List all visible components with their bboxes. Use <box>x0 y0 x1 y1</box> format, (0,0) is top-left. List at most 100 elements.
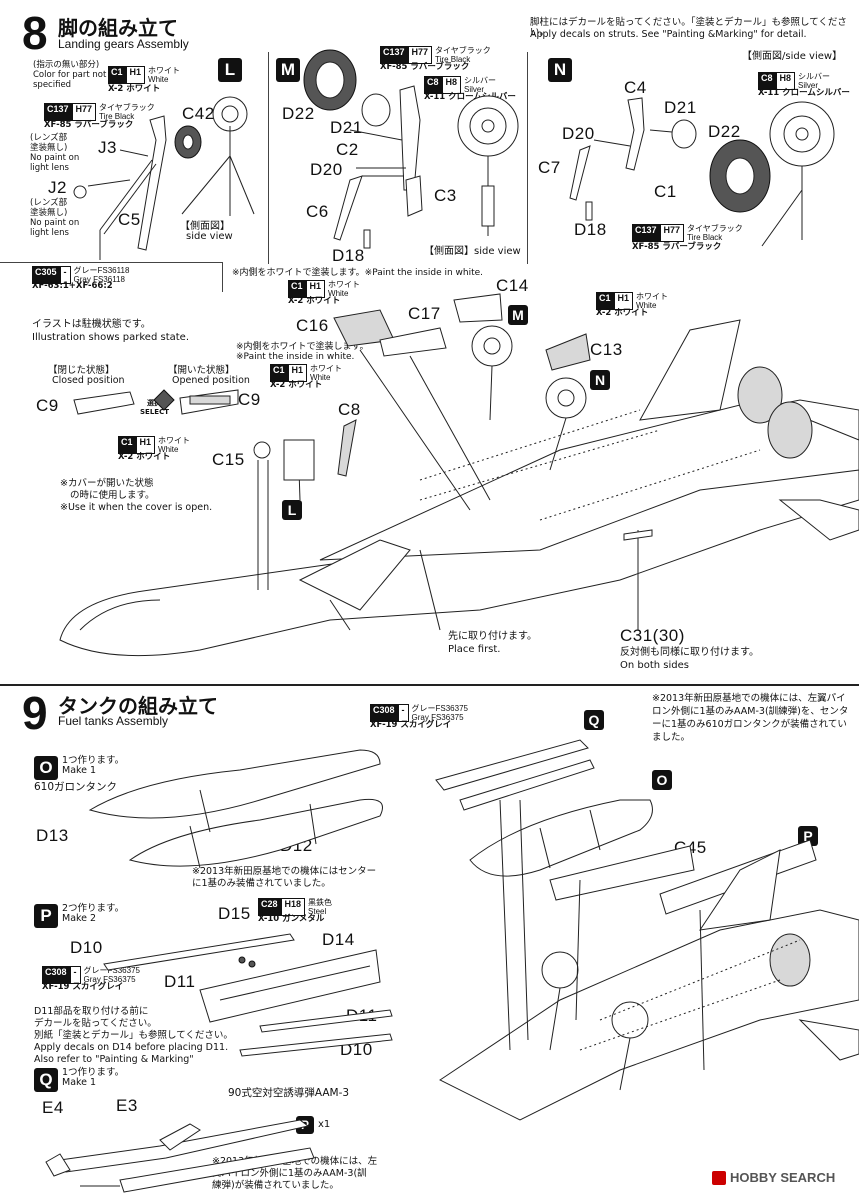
part-d22-m: D22 <box>282 104 315 123</box>
paint-white-l-name: X-2 ホワイト <box>108 84 161 94</box>
part-c8: C8 <box>338 400 361 419</box>
part-c2: C2 <box>336 140 359 159</box>
aircraft-step9 <box>435 739 859 1121</box>
part-c42: C42 <box>182 104 215 123</box>
part-d18-n: D18 <box>574 220 607 239</box>
opened-position-label: 【開いた状態】Opened position <box>168 365 250 386</box>
divider-l-m <box>268 52 269 264</box>
part-c16: C16 <box>296 316 329 335</box>
make1-q: 1つ作ります。Make 1 <box>62 1067 125 1088</box>
subassembly-l-badge: L <box>218 58 242 82</box>
part-d18-m: D18 <box>332 246 365 265</box>
part-d20-n: D20 <box>562 124 595 143</box>
both-sides-note: 反対側も同様に取り付けます。On both sides <box>620 647 759 671</box>
side-view-combo-n: 【側面図/side view】 <box>742 51 843 62</box>
part-c17: C17 <box>408 304 441 323</box>
part-e4: E4 <box>42 1098 64 1117</box>
part-c14: C14 <box>496 276 529 295</box>
white-inside-note-mid: ※内側をホワイトで塗装します。※Paint the inside in whit… <box>236 342 369 362</box>
callout-q-right: Q <box>584 710 604 730</box>
step9-title-en: Fuel tanks Assembly <box>58 714 169 728</box>
part-c13: C13 <box>590 340 623 359</box>
paint-silver-n-name: X-11 クロームシルバー <box>758 88 850 98</box>
paint-tire-n-name: XF-85 ラバーブラック <box>632 242 722 252</box>
gear-n-side-view <box>761 101 835 247</box>
divider-m-n <box>527 52 528 264</box>
paint-silver-m-name: X-11 クロームシルバー <box>424 92 516 102</box>
part-j3: J3 <box>98 138 117 157</box>
white-inside-note-top: ※内側をホワイトで塗装します。※Paint the inside in whit… <box>232 268 484 278</box>
select-icon: 選択 SELECT <box>140 399 169 416</box>
part-c15: C15 <box>212 450 245 469</box>
decal-note: D11部品を取り付ける前にデカールを貼ってください。別紙「塗装とデカール」も参照… <box>34 1006 233 1065</box>
closed-position-label: 【閉じた状態】Closed position <box>48 365 125 386</box>
make2-p: 2つ作ります。Make 2 <box>62 903 125 924</box>
center-note: ※2013年新田原基地での機体にはセンターに1基のみ装備されていました。 <box>192 866 377 889</box>
aircraft-step8 <box>59 293 859 657</box>
c9-parts-drawing <box>73 389 239 415</box>
part-d13: D13 <box>36 826 69 845</box>
paint-tire-l-name: XF-85 ラバーブラック <box>44 120 134 130</box>
part-d14: D14 <box>322 930 355 949</box>
place-first-note: 先に取り付けます。Place first. <box>448 631 537 655</box>
step8-title-jp: 脚の組み立て <box>58 16 178 40</box>
part-c5: C5 <box>118 210 141 229</box>
step8-note-jp: 脚柱にはデカールを貼ってください。「塗装とデカール」も参照してください。 <box>530 17 847 38</box>
pylon-p-drawing <box>103 933 393 1057</box>
tank-o-drawing <box>88 749 383 869</box>
sub-l-frame <box>0 262 222 263</box>
gear-m-drawing <box>303 49 423 249</box>
part-d11-top: D11 <box>164 972 196 991</box>
callout-m: M <box>508 305 528 325</box>
part-e3: E3 <box>116 1096 138 1115</box>
paint-white-c15-name: X-2 ホワイト <box>118 452 171 462</box>
step9-2013-note: ※2013年新田原基地での機体には、左翼パイロン外側に1基のみAAM-3(訓練弾… <box>652 693 849 743</box>
part-d22-n: D22 <box>708 122 741 141</box>
part-c31: C31(30) <box>620 626 685 645</box>
paint-skygray-top-name: XF-19 スカイグレイ <box>370 720 452 730</box>
paint-steel-name: X-10 ガンメタル <box>258 914 325 924</box>
hobby-search-logo-icon <box>712 1170 726 1185</box>
part-d21-m: D21 <box>330 118 363 137</box>
step-divider <box>0 684 859 686</box>
missile-q-drawing <box>45 1119 315 1193</box>
callout-p-right: P <box>798 826 818 846</box>
paint-white-right-name: X-2 ホワイト <box>596 308 649 318</box>
cover-note: ※カバーが開いた状態の時に使用します。 ※Use it when the cov… <box>60 478 213 513</box>
step8-title-en: Landing gears Assembly <box>58 37 189 51</box>
sub-l-frame-right <box>222 262 223 292</box>
x1-count: x1 <box>318 1119 331 1130</box>
gear-n-drawing <box>569 97 771 221</box>
subassembly-q-badge: Q <box>34 1068 58 1092</box>
gear-l-side-view <box>181 96 255 216</box>
paint-white-mid-name: X-2 ホワイト <box>270 380 323 390</box>
part-c9-closed: C9 <box>36 396 59 415</box>
side-view-l: 【側面図】side view <box>180 221 233 242</box>
paint-skygray-p-name: XF-19 スカイグレイ <box>42 982 124 992</box>
callout-n: N <box>590 370 610 390</box>
part-c4: C4 <box>624 78 647 97</box>
gear-l-drawing <box>73 115 202 260</box>
subassembly-n-badge: N <box>548 58 572 82</box>
part-c1: C1 <box>654 182 677 201</box>
watermark: HOBBY SEARCH <box>712 1170 835 1185</box>
step8-note-en: Apply decals on struts. See "Painting &M… <box>530 29 807 40</box>
paint-gray-name: XF-63:1+XF-66:2 <box>32 281 113 291</box>
subassembly-o-badge: O <box>34 756 58 780</box>
callout-o-right: O <box>652 770 672 790</box>
paint-white-top-name: X-2 ホワイト <box>288 296 341 306</box>
part-c7: C7 <box>538 158 561 177</box>
part-c6: C6 <box>306 202 329 221</box>
make1-o: 1つ作ります。Make 1 <box>62 755 125 776</box>
